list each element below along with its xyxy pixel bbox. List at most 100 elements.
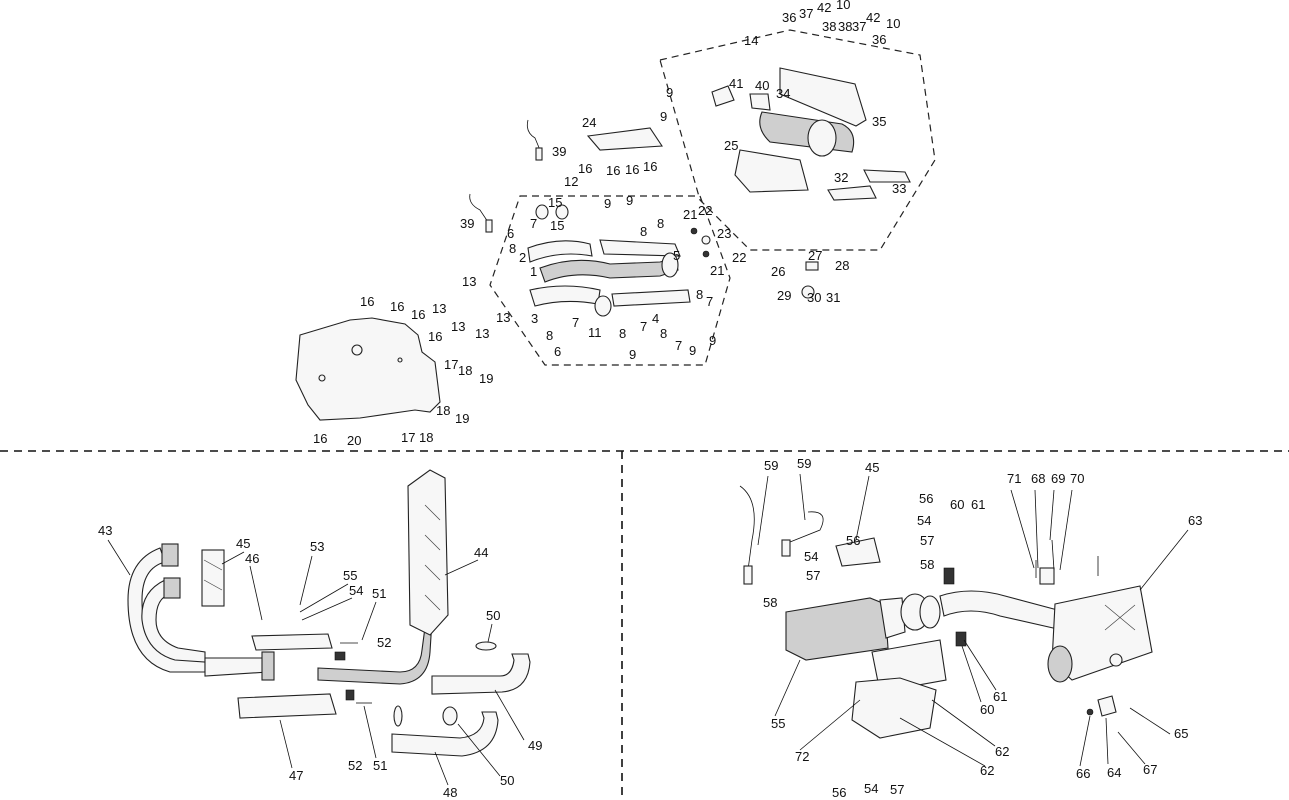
callout-label-7: 7	[706, 294, 713, 309]
header-flange-bottom	[163, 577, 181, 599]
leader-line	[363, 705, 377, 759]
callout-label-48: 48	[443, 785, 457, 800]
leader-line	[961, 645, 982, 703]
callout-label-27: 27	[808, 248, 822, 263]
callout-label-51: 51	[372, 586, 386, 601]
callout-label-8: 8	[619, 326, 626, 341]
callout-label-7: 7	[572, 315, 579, 330]
callout-label-43: 43	[98, 523, 112, 538]
callout-label-16: 16	[313, 431, 327, 446]
callout-label-32: 32	[834, 170, 848, 185]
callout-label-54: 54	[917, 513, 931, 528]
callout-label-22: 22	[698, 203, 712, 218]
leader-line	[1105, 717, 1109, 765]
callout-label-19: 19	[455, 411, 469, 426]
gasket-flange-2	[919, 595, 941, 629]
callout-label-1: 1	[530, 264, 537, 279]
heat-shield-47	[237, 693, 337, 719]
link-pipe	[939, 590, 1066, 631]
callout-label-18: 18	[419, 430, 433, 445]
callout-label-58: 58	[763, 595, 777, 610]
callout-label-54: 54	[864, 781, 878, 796]
leader-line	[361, 601, 377, 641]
header-pipe-lower	[141, 579, 206, 663]
callout-label-57: 57	[890, 782, 904, 797]
callout-label-62: 62	[995, 744, 1009, 759]
group-outline-12	[489, 195, 731, 366]
callout-label-16: 16	[643, 159, 657, 174]
muffler-shield-lower	[734, 149, 809, 193]
muffler-hatch	[424, 564, 441, 581]
callout-label-25: 25	[724, 138, 738, 153]
callout-label-16: 16	[428, 329, 442, 344]
callout-label-49: 49	[528, 738, 542, 753]
callout-label-44: 44	[474, 545, 488, 560]
heat-shield-45	[201, 549, 225, 607]
callout-label-42: 42	[866, 10, 880, 25]
callout-label-10: 10	[836, 0, 850, 12]
heat-shield-right-lower	[611, 289, 691, 307]
callout-label-9: 9	[709, 333, 716, 348]
leader-line	[444, 559, 479, 576]
bracket-68	[1039, 567, 1055, 585]
muffler-hatch	[424, 504, 441, 521]
callout-label-13: 13	[451, 319, 465, 334]
callout-label-41: 41	[729, 76, 743, 91]
leader-line	[494, 689, 525, 741]
callout-label-16: 16	[360, 294, 374, 309]
bolt-69	[1051, 539, 1055, 571]
pipe-49	[431, 653, 531, 695]
callout-label-61: 61	[971, 497, 985, 512]
catalyst-outlet	[879, 597, 906, 639]
leader-line	[963, 639, 997, 691]
lambda-sensor-upper	[526, 119, 541, 151]
leader-line	[221, 551, 245, 565]
callout-label-53: 53	[310, 539, 324, 554]
group-outline-14	[659, 29, 936, 251]
callout-label-36: 36	[782, 10, 796, 25]
callout-label-54: 54	[349, 583, 363, 598]
plate-hole	[351, 344, 363, 356]
top-assembly	[295, 29, 936, 421]
callout-label-42: 42	[817, 0, 831, 15]
callout-label-5: 5	[673, 248, 680, 263]
callout-label-15: 15	[548, 195, 562, 210]
callout-label-16: 16	[411, 307, 425, 322]
callout-label-18: 18	[458, 363, 472, 378]
callout-label-13: 13	[475, 326, 489, 341]
callout-label-55: 55	[771, 716, 785, 731]
callout-label-63: 63	[1188, 513, 1202, 528]
callout-label-71: 71	[1007, 471, 1021, 486]
callout-label-16: 16	[390, 299, 404, 314]
callout-label-52: 52	[377, 635, 391, 650]
exhaust-manifold	[539, 257, 679, 283]
callout-label-33: 33	[892, 181, 906, 196]
callout-label-29: 29	[777, 288, 791, 303]
callout-label-12: 12	[564, 174, 578, 189]
callout-label-62: 62	[980, 763, 994, 778]
header-flange-top	[161, 543, 179, 567]
washer-29	[801, 285, 815, 299]
callout-label-56: 56	[846, 533, 860, 548]
bolt-21b	[702, 250, 710, 258]
callout-label-7: 7	[530, 216, 537, 231]
leader-line	[799, 699, 861, 751]
callout-label-20: 20	[347, 433, 361, 448]
gasket-15b	[555, 204, 569, 220]
callout-label-8: 8	[657, 216, 664, 231]
leader-line	[1010, 489, 1035, 569]
callout-label-7: 7	[675, 338, 682, 353]
collector-flange	[261, 651, 275, 681]
gasket-15	[535, 204, 549, 220]
plate-hole	[397, 357, 403, 363]
callout-label-6: 6	[554, 344, 561, 359]
callout-label-23: 23	[717, 226, 731, 241]
callout-label-54: 54	[804, 549, 818, 564]
callout-label-31: 31	[826, 290, 840, 305]
callout-label-8: 8	[640, 224, 647, 239]
callout-label-19: 19	[479, 371, 493, 386]
muffler-bracket-32	[827, 185, 877, 201]
lambda-sensor-59a	[739, 485, 755, 571]
callout-label-57: 57	[920, 533, 934, 548]
